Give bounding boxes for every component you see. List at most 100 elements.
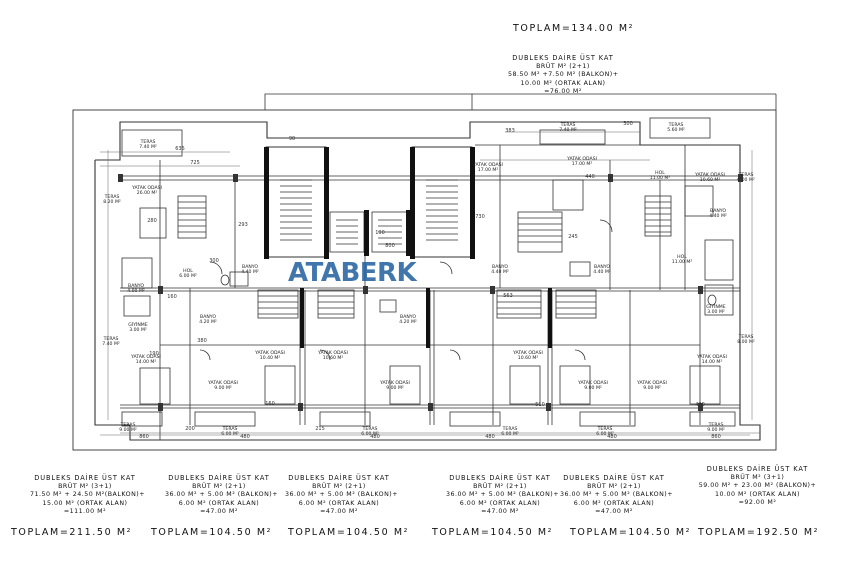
room-label: YATAK ODASI	[254, 350, 285, 356]
room-label: 9.00 M²	[386, 385, 404, 391]
unit-total: TOPLAM=192.50 M²	[698, 527, 820, 538]
dimension-label: 160	[265, 401, 275, 407]
top-block-line: DUBLEKS DAİRE ÜST KAT	[512, 54, 614, 62]
unit-block-line: 10.00 M² (ORTAK ALAN)	[714, 490, 801, 498]
top-area-block: DUBLEKS DAİRE ÜST KAT BRÜT M² (2+1) 58.5…	[508, 54, 618, 97]
room-label: 4.40 M²	[241, 269, 259, 275]
room-label: 26.00 M²	[137, 190, 158, 196]
room-label: HOL	[655, 170, 665, 176]
room-label: 9.00 M²	[214, 385, 232, 391]
dimension-label: 90	[289, 136, 295, 142]
unit-total: TOPLAM=211.50 M²	[11, 527, 133, 538]
room-label: TERAS	[502, 426, 518, 432]
room-label: BANYO	[400, 314, 416, 320]
unit-block-line: DUBLEKS DAİRE ÜST KAT	[34, 474, 136, 482]
dimension-label: 420	[695, 402, 705, 408]
unit-block-line: 36.00 M² + 5.00 M² (BALKON)+	[165, 491, 279, 499]
room-label: 5.60 M²	[667, 127, 685, 133]
unit-block-line: =47.00 M²	[320, 508, 358, 516]
dimension-label: 563	[503, 293, 513, 299]
room-label: 3.00 M²	[707, 309, 725, 315]
dimension-label: 480	[485, 434, 495, 440]
room-label: 9.00 M²	[119, 427, 137, 433]
dimension-label: 800	[385, 243, 395, 249]
unit-block-line: DUBLEKS DAİRE ÜST KAT	[563, 474, 665, 482]
room-label: YATAK ODASI	[636, 380, 667, 386]
room-label: YATAK ODASI	[130, 354, 161, 360]
room-label: 9.00 M²	[643, 385, 661, 391]
unit-area-block: DUBLEKS DAİRE ÜST KAT BRÜT M² (2+1) 36.0…	[165, 474, 279, 517]
room-label: YATAK ODASI	[694, 172, 725, 178]
unit-block-line: =111.00 M²	[63, 508, 107, 516]
room-label: TERAS	[140, 139, 156, 145]
dimension-label: 190	[375, 230, 385, 236]
dimension-label: 730	[475, 214, 485, 220]
room-label: YATAK ODASI	[131, 185, 162, 191]
dimension-label: 635	[175, 146, 185, 152]
top-total: TOPLAM=134.00 M²	[513, 23, 635, 34]
unit-block-line: 59.00 M² + 23.00 M² (BALKON)+	[698, 482, 817, 490]
room-label: 9.00 M²	[707, 427, 725, 433]
unit-area-block: DUBLEKS DAİRE ÜST KAT BRÜT M² (2+1) 36.0…	[285, 474, 398, 517]
room-label: 10.60 M²	[323, 355, 344, 361]
room-label: YATAK ODASI	[472, 162, 503, 168]
unit-area-block: DUBLEKS DAİRE ÜST KAT BRÜT M² (2+1) 36.0…	[560, 474, 674, 517]
dimension-label: 860	[139, 434, 149, 440]
unit-block-line: 6.00 M² (ORTAK ALAN)	[178, 499, 260, 507]
room-label: TERAS	[708, 422, 724, 428]
room-label: YATAK ODASI	[317, 350, 348, 356]
room-label: TERAS	[120, 422, 136, 428]
top-block-line: =76.00 M²	[544, 88, 582, 96]
unit-block-line: 6.00 M² (ORTAK ALAN)	[573, 499, 655, 507]
unit-block-line: BRÜT M² (3+1)	[730, 473, 785, 481]
unit-block-line: DUBLEKS DAİRE ÜST KAT	[168, 474, 270, 482]
room-label: 17.00 M²	[572, 161, 593, 167]
unit-block-line: =47.00 M²	[200, 508, 238, 516]
room-label: 6.00 M²	[221, 431, 239, 437]
room-label: BANYO	[200, 314, 216, 320]
room-label: YATAK ODASI	[577, 380, 608, 386]
room-label: 9.00 M²	[584, 385, 602, 391]
unit-block-line: DUBLEKS DAİRE ÜST KAT	[706, 465, 809, 473]
room-label: 4.00 M²	[127, 288, 145, 294]
dimension-label: 480	[370, 434, 380, 440]
unit-block-line: =92.00 M²	[738, 499, 777, 507]
room-label: HOL	[677, 254, 687, 260]
dimension-label: 383	[505, 128, 515, 134]
unit-area-block: DUBLEKS DAİRE ÜST KAT BRÜT M² (3+1) 71.5…	[30, 474, 146, 517]
room-label: YATAK ODASI	[207, 380, 238, 386]
room-label: 4.40 M²	[709, 213, 727, 219]
room-label: 10.60 M²	[700, 177, 721, 183]
unit-area-block: DUBLEKS DAİRE ÜST KAT BRÜT M² (2+1) 36.0…	[446, 474, 560, 517]
room-label: BANYO	[594, 264, 610, 270]
company-logo: ATABERK	[288, 258, 417, 288]
dimension-label: 480	[607, 434, 617, 440]
room-label: YATAK ODASI	[696, 354, 727, 360]
unit-block-line: 36.00 M² + 5.00 M² (BALKON)+	[446, 491, 560, 499]
unit-area-block: DUBLEKS DAİRE ÜST KAT BRÜT M² (3+1) 59.0…	[695, 465, 820, 508]
unit-block-line: 36.00 M² + 5.00 M² (BALKON)+	[560, 491, 674, 499]
room-label: 6.00 M²	[179, 273, 197, 279]
unit-total: TOPLAM=104.50 M²	[432, 527, 554, 538]
room-label: TERAS	[597, 426, 613, 432]
dimension-label: 440	[585, 174, 595, 180]
dimension-label: 215	[315, 426, 325, 432]
unit-block-line: 71.50 M² + 24.50 M²(BALKON)+	[30, 491, 146, 499]
room-label: BANYO	[492, 264, 508, 270]
room-label: 6.00 M²	[501, 431, 519, 437]
room-label: 6.00 M²	[361, 431, 379, 437]
room-label: 6.00 M²	[737, 177, 755, 183]
room-label: 4.20 M²	[399, 319, 417, 325]
room-label: 8.00 M²	[737, 339, 755, 345]
room-label: 4.40 M²	[491, 269, 509, 275]
room-label: YATAK ODASI	[566, 156, 597, 162]
room-label: 17.00 M²	[478, 167, 499, 173]
room-label: TERAS	[222, 426, 238, 432]
room-label: 4.40 M²	[593, 269, 611, 275]
dimension-label: 480	[240, 434, 250, 440]
unit-block-line: BRÜT M² (2+1)	[192, 482, 246, 490]
dimension-label: 245	[568, 234, 578, 240]
unit-block-line: =47.00 M²	[595, 508, 633, 516]
unit-block-line: =47.00 M²	[481, 508, 519, 516]
room-label: 4.20 M²	[199, 319, 217, 325]
